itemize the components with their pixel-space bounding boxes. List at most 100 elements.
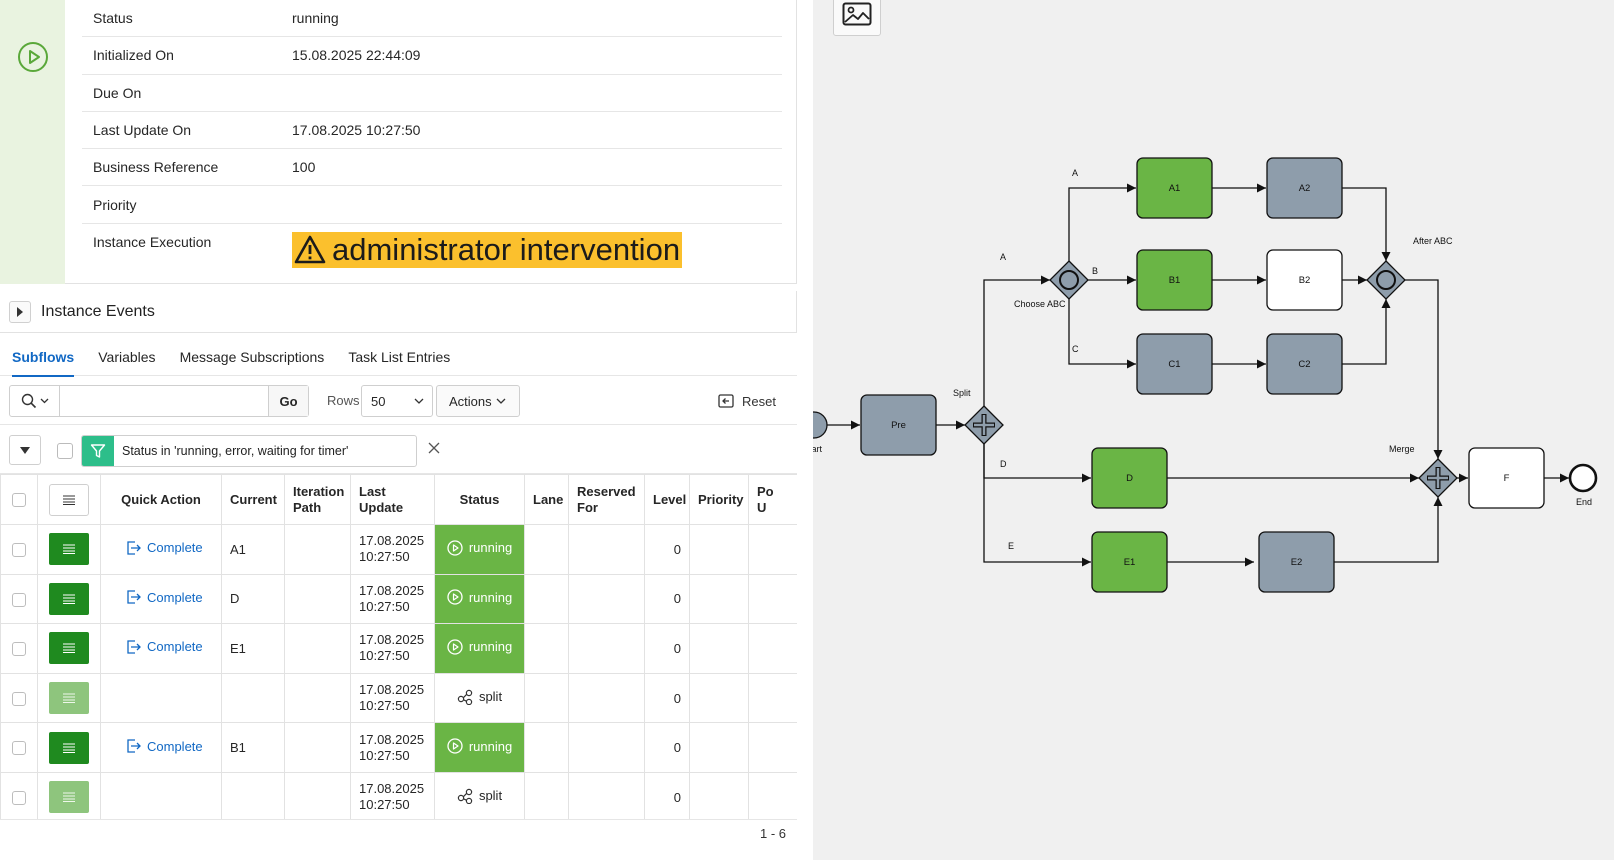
task-c1[interactable]: C1: [1136, 333, 1213, 395]
panel-divider: [798, 0, 813, 860]
level-cell: 0: [644, 672, 690, 724]
quick-action-label: Complete: [147, 639, 203, 655]
search-input[interactable]: [60, 386, 268, 416]
merge-label: Merge: [1389, 444, 1415, 454]
row-checkbox[interactable]: [12, 791, 26, 806]
instance-details-card: Status running Initialized On 15.08.2025…: [0, 0, 797, 284]
tab-message-subscriptions[interactable]: Message Subscriptions: [168, 338, 337, 376]
row-menu-cell: [37, 623, 101, 674]
task-label: A1: [1169, 183, 1181, 194]
split-gateway[interactable]: [964, 405, 1004, 445]
end-event[interactable]: [1568, 463, 1598, 493]
merge-gateway[interactable]: [1418, 458, 1458, 498]
task-c2[interactable]: C2: [1266, 333, 1343, 395]
col-priority[interactable]: Priority: [689, 474, 749, 525]
download-image-button[interactable]: [833, 0, 881, 36]
task-b1[interactable]: B1: [1136, 249, 1213, 311]
current-cell: [221, 672, 285, 724]
hamburger-icon: [63, 743, 75, 753]
detail-label: Due On: [93, 84, 142, 101]
close-icon[interactable]: [428, 442, 440, 454]
go-button[interactable]: Go: [268, 386, 308, 416]
actions-menu-button[interactable]: Actions: [436, 385, 520, 417]
task-pre[interactable]: Pre: [860, 394, 937, 456]
col-level[interactable]: Level: [644, 474, 690, 525]
po-cell: [748, 623, 797, 674]
quick-action-label: Complete: [147, 589, 203, 605]
bpmn-diagram: Start End Split Choose ABC After ABC: [813, 157, 1598, 593]
row-actions-button[interactable]: [49, 682, 89, 715]
task-f[interactable]: F: [1468, 447, 1545, 509]
task-e1[interactable]: E1: [1091, 531, 1168, 593]
col-current[interactable]: Current: [221, 474, 285, 525]
after-abc-gateway[interactable]: [1366, 260, 1406, 300]
search-group: Go: [9, 385, 309, 417]
priority-cell: [689, 623, 749, 674]
priority-cell: [689, 672, 749, 724]
task-label: F: [1504, 473, 1510, 484]
status-cell: running: [434, 623, 525, 674]
end-label: End: [1576, 497, 1592, 507]
lane-cell: [524, 573, 569, 625]
reserved-for-cell: [568, 672, 645, 724]
play-circle-icon: [447, 738, 463, 754]
row-checkbox[interactable]: [12, 543, 26, 558]
row-actions-button[interactable]: [49, 781, 89, 814]
task-a1[interactable]: A1: [1136, 157, 1213, 219]
rows-select[interactable]: 50: [361, 385, 433, 417]
row-checkbox[interactable]: [12, 741, 26, 756]
row-actions-button[interactable]: [49, 582, 89, 615]
expand-events-button[interactable]: [9, 300, 31, 323]
complete-link[interactable]: Complete: [125, 540, 203, 556]
level-cell: 0: [644, 722, 690, 773]
col-lane[interactable]: Lane: [524, 474, 569, 525]
row-actions-button[interactable]: [49, 632, 89, 665]
collapse-filters-button[interactable]: [9, 435, 41, 465]
start-event[interactable]: [813, 411, 828, 439]
row-checkbox[interactable]: [12, 691, 26, 706]
flow-label-b: B: [1092, 266, 1098, 276]
filter-enable-checkbox[interactable]: [57, 443, 73, 459]
row-select-cell: [0, 722, 38, 773]
complete-link[interactable]: Complete: [125, 589, 203, 605]
detail-row-initialized-on: Initialized On 15.08.2025 22:44:09: [82, 37, 782, 75]
tab-subflows[interactable]: Subflows: [0, 338, 86, 377]
search-column-selector[interactable]: [10, 386, 60, 416]
complete-link[interactable]: Complete: [125, 639, 203, 655]
row-actions-button[interactable]: [49, 731, 89, 764]
column-menu-button[interactable]: [49, 483, 89, 516]
report-toolbar: Go Rows 50 Actions Reset: [0, 377, 797, 425]
col-status[interactable]: Status: [434, 474, 525, 525]
hamburger-icon: [63, 792, 75, 803]
choose-abc-gateway[interactable]: [1049, 260, 1089, 300]
filter-chip[interactable]: Status in 'running, error, waiting for t…: [81, 435, 417, 467]
row-actions-button[interactable]: [49, 533, 89, 566]
complete-link[interactable]: Complete: [125, 738, 203, 754]
col-quick-action[interactable]: Quick Action: [100, 474, 222, 525]
row-select-cell: [0, 573, 38, 625]
row-checkbox[interactable]: [12, 642, 26, 657]
time-text: 10:27:50: [359, 598, 410, 614]
task-a2[interactable]: A2: [1266, 157, 1343, 219]
select-all-checkbox[interactable]: [12, 493, 26, 508]
tab-variables[interactable]: Variables: [86, 338, 167, 376]
task-d[interactable]: D: [1091, 447, 1168, 509]
row-checkbox[interactable]: [12, 592, 26, 607]
tab-task-list-entries[interactable]: Task List Entries: [336, 338, 462, 376]
task-e2[interactable]: E2: [1258, 531, 1335, 593]
reset-button[interactable]: Reset: [718, 385, 776, 417]
quick-action-cell: Complete: [100, 524, 222, 575]
task-b2[interactable]: B2: [1266, 249, 1343, 311]
row-menu-cell: [37, 573, 101, 625]
